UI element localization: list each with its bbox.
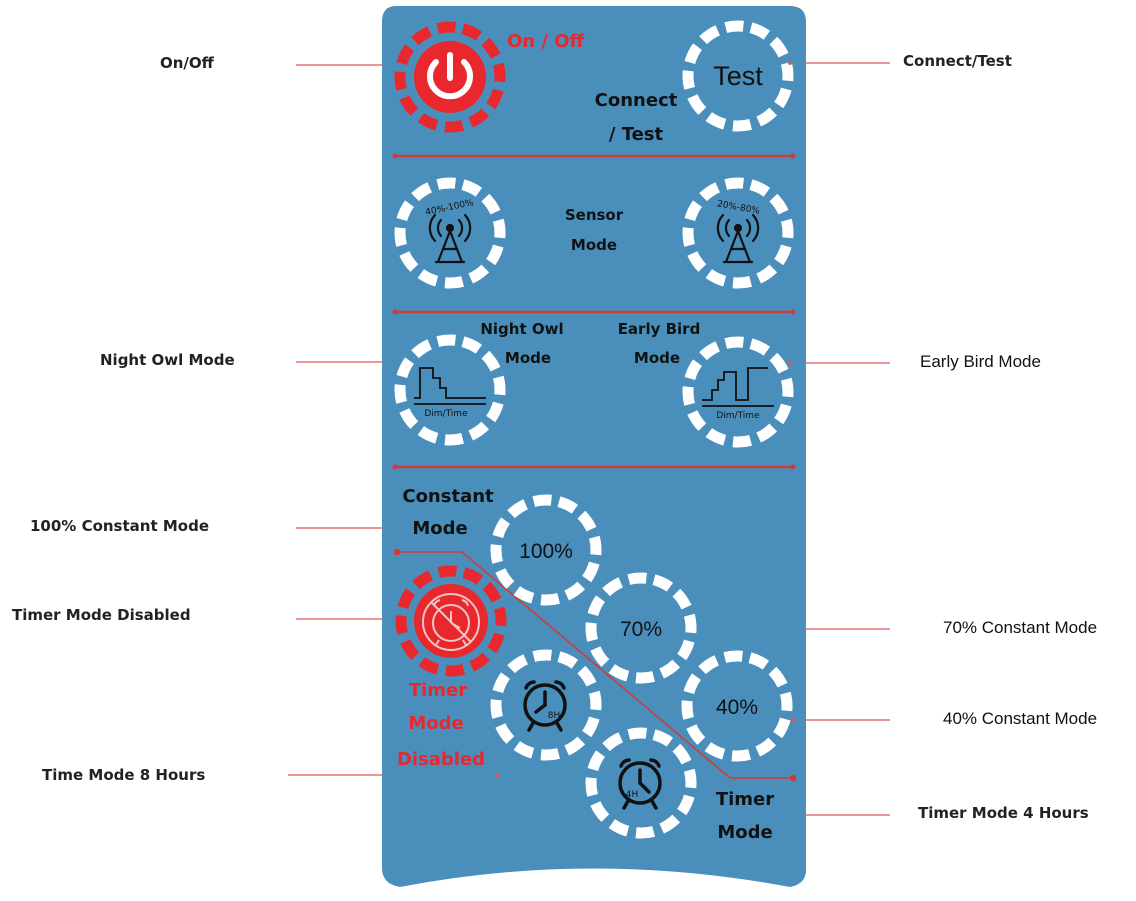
leader-dots	[495, 61, 795, 777]
power-button[interactable]	[389, 16, 511, 138]
test-button-text: Test	[713, 61, 763, 91]
connect-label-line1: Connect	[595, 90, 678, 111]
alarm-clock-off-icon	[422, 593, 480, 651]
step-up-icon	[702, 367, 774, 407]
callout-timer-8h: Time Mode 8 Hours	[42, 766, 206, 784]
callout-40-constant: 40% Constant Mode	[943, 709, 1098, 728]
antenna-icon	[716, 213, 760, 264]
constant-label-line1: Constant	[402, 486, 494, 507]
constant-40-button[interactable]: 40%	[676, 645, 798, 767]
sensor-label-line2: Mode	[571, 236, 617, 254]
constant-100-button[interactable]: 100%	[485, 489, 607, 611]
callout-timer-4h: Timer Mode 4 Hours	[918, 804, 1089, 822]
constant-70-text: 70%	[620, 618, 662, 641]
callout-night-owl: Night Owl Mode	[100, 351, 235, 369]
alarm-clock-icon	[618, 758, 662, 810]
step-down-icon	[414, 367, 486, 405]
constant-40-text: 40%	[716, 696, 758, 719]
night-owl-label-line1: Night Owl	[480, 320, 563, 338]
early-bird-caption: Dim/Time	[716, 411, 760, 421]
timer-8h-button[interactable]: 8H	[485, 644, 607, 766]
power-label: On / Off	[507, 31, 585, 52]
timer-disabled-line3: Disabled	[397, 749, 485, 770]
callout-early-bird: Early Bird Mode	[920, 352, 1041, 371]
callout-connect-test: Connect/Test	[903, 52, 1012, 70]
timer-disabled-line1: Timer	[409, 680, 467, 701]
constant-100-text: 100%	[519, 540, 573, 563]
timer-disabled-button[interactable]	[390, 560, 512, 682]
night-owl-caption: Dim/Time	[424, 409, 468, 419]
timer-4h-text: 4H	[626, 790, 639, 800]
constant-70-button[interactable]: 70%	[580, 567, 702, 689]
connect-label-line2: / Test	[609, 124, 664, 145]
timer-label-line1: Timer	[716, 789, 774, 810]
antenna-icon	[428, 213, 472, 264]
section-dividers	[392, 153, 796, 470]
group-separator	[393, 548, 797, 782]
timer-8h-text: 8H	[548, 711, 561, 721]
constant-label-line2: Mode	[412, 518, 467, 539]
connect-test-button[interactable]: Test	[677, 15, 799, 137]
callout-timer-disabled: Timer Mode Disabled	[12, 606, 191, 624]
night-owl-label-line2: Mode	[505, 349, 551, 367]
night-owl-button[interactable]: Dim/Time	[389, 329, 511, 451]
timer-label-line2: Mode	[717, 822, 772, 843]
sensor-label-line1: Sensor	[565, 206, 624, 224]
timer-disabled-line2: Mode	[408, 713, 463, 734]
callout-100-constant: 100% Constant Mode	[30, 517, 209, 535]
early-bird-label-line1: Early Bird	[618, 320, 701, 338]
callout-on-off: On/Off	[160, 54, 214, 72]
callout-70-constant: 70% Constant Mode	[943, 618, 1098, 637]
power-icon	[427, 52, 473, 100]
alarm-clock-icon	[523, 680, 567, 732]
early-bird-label-line2: Mode	[634, 349, 680, 367]
early-bird-button[interactable]: Dim/Time	[677, 331, 799, 453]
timer-4h-button[interactable]: 4H	[580, 722, 702, 844]
